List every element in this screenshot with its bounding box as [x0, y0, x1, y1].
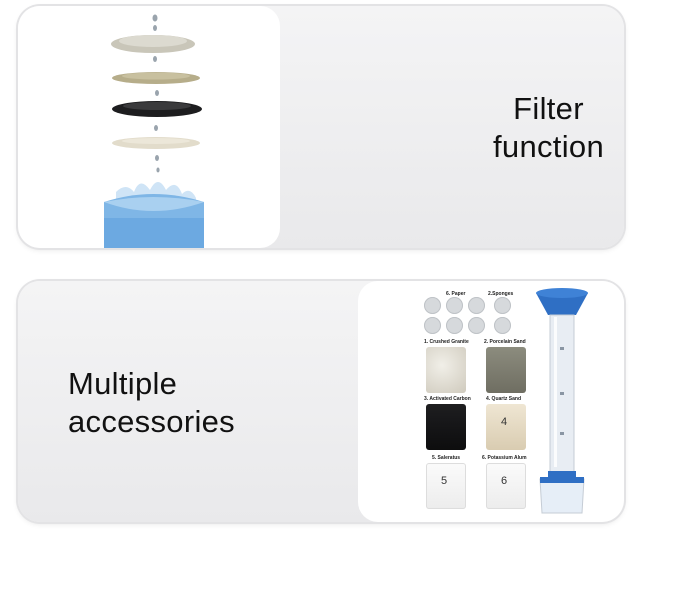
filter-paper-disc: [424, 297, 441, 314]
sponge-label: 2.Sponges: [488, 291, 514, 297]
alum-label: 6. Potassium Alum: [482, 455, 527, 461]
water-droplet: [153, 56, 157, 62]
water-droplet: [155, 155, 159, 161]
quartz-label: 4. Quartz Sand: [486, 396, 522, 402]
paper-label: 6. Paper: [446, 291, 466, 297]
porcelain-label: 2. Porcelain Sand: [484, 339, 526, 345]
filter-paper-disc: [468, 297, 485, 314]
water-droplet: [156, 167, 160, 173]
filter-layers-panel: [18, 6, 280, 248]
water-droplet: [154, 125, 158, 131]
accessories-panel: 6. Paper 2.Sponges 1. Crushed Granite 2.…: [358, 281, 624, 522]
sponge-disc: [494, 317, 511, 334]
collection-cup: [539, 478, 585, 514]
filter-paper-disc: [446, 297, 463, 314]
water-droplet: [153, 25, 157, 31]
filter-layers-illustration: [104, 14, 204, 248]
sponge-disc: [494, 297, 511, 314]
potassium-alum-bag: 6: [486, 463, 526, 509]
activated-carbon-bag: [426, 404, 466, 450]
water-droplet: [152, 14, 158, 22]
filter-function-card: [18, 6, 624, 248]
saleratus-label: 5. Saleratus: [432, 455, 461, 461]
filter-function-title: Filter function: [493, 91, 604, 164]
multiple-accessories-title: Multiple accessories: [68, 366, 235, 439]
funnel: [536, 293, 588, 315]
tube-base-ring: [548, 471, 576, 479]
filter-paper-disc: [446, 317, 463, 334]
filter-tube-illustration: [536, 288, 588, 514]
water-droplet: [155, 90, 159, 96]
accessories-card: 6. Paper 2.Sponges 1. Crushed Granite 2.…: [18, 281, 624, 522]
granite-bag: [426, 347, 466, 393]
filter-paper-disc: [468, 317, 485, 334]
saleratus-bag: 5: [426, 463, 466, 509]
granite-label: 1. Crushed Granite: [424, 339, 469, 345]
quartz-sand-bag: 4: [486, 404, 526, 450]
filter-paper-disc: [424, 317, 441, 334]
carbon-label: 3. Activated Carbon: [424, 396, 471, 402]
porcelain-sand-bag: [486, 347, 526, 393]
